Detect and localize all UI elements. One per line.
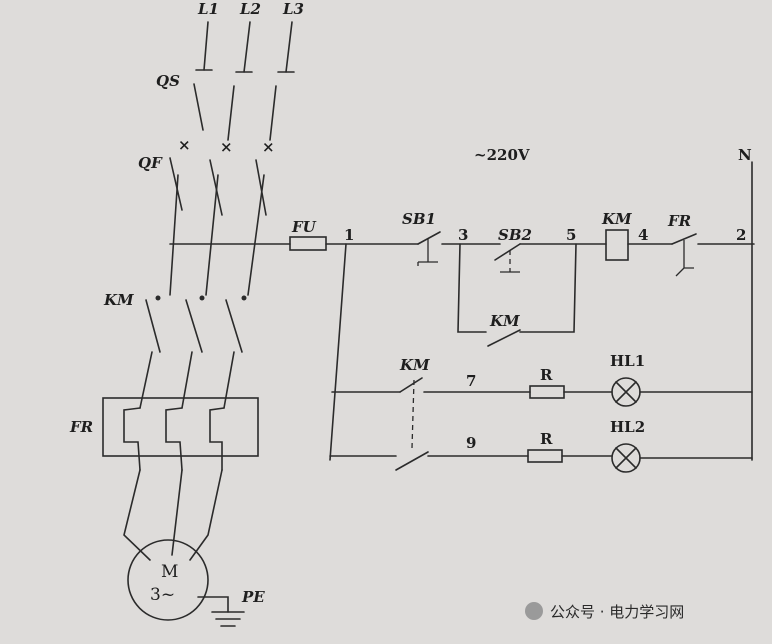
hl1-lamp-cross [615, 381, 637, 403]
km-nc-label: KM [399, 356, 430, 374]
l2-wire-top [243, 21, 251, 73]
km-l3-dot [241, 295, 247, 301]
r2-resistor [527, 449, 563, 463]
qs-l3-blade [269, 85, 277, 141]
km-l2-dot [199, 295, 205, 301]
node-9: 9 [466, 434, 476, 452]
fr-contact-actuator [675, 240, 694, 277]
sb1-contact [417, 231, 441, 245]
km-no-contact [395, 451, 429, 471]
control-circuit [169, 161, 755, 473]
fr-contact [671, 233, 697, 245]
sb1-label: SB1 [402, 210, 436, 228]
fr-main-label: FR [69, 418, 93, 436]
motor-label-m: M [161, 562, 178, 582]
km-l3-blade [225, 299, 243, 353]
motor-feed-3 [189, 469, 223, 561]
r1-resistor [529, 385, 565, 399]
r1-label: R [540, 366, 553, 384]
hold-branch-right [519, 243, 577, 333]
hold-branch-left [457, 243, 487, 333]
km-hold-label: KM [489, 312, 520, 330]
qf-l1-mark: × [178, 136, 191, 154]
node-2: 2 [736, 226, 746, 244]
motor: M 3~ PE [127, 539, 265, 627]
qf-l1-blade [169, 157, 183, 211]
phase-l1-label: L1 [197, 0, 219, 18]
r2-label: R [540, 430, 553, 448]
km-l2-blade [185, 299, 203, 353]
l3-wire-top [285, 21, 293, 73]
km-main-label: KM [103, 291, 134, 309]
sb2-label: SB2 [498, 226, 532, 244]
l1-wire-mid [169, 174, 179, 296]
fr-element-3 [209, 407, 225, 471]
km-mechanical-link [411, 379, 415, 449]
motor-label-phase: 3~ [150, 585, 175, 605]
pe-wire [197, 596, 229, 613]
node-4: 4 [638, 226, 648, 244]
watermark-text: 公众号 · 电力学习网 [550, 603, 684, 621]
fr-element-1 [123, 407, 141, 471]
neutral-label: N [738, 146, 752, 164]
l1-wire-low [139, 351, 153, 409]
fu-label: FU [291, 218, 317, 236]
km-hold-contact [487, 329, 521, 347]
motor-feed-1 [123, 469, 151, 561]
hl2-label: HL2 [610, 418, 645, 436]
power-circuit: × × × [102, 21, 295, 561]
pe-label: PE [241, 588, 265, 606]
node-1: 1 [344, 226, 354, 244]
fu-fuse [289, 236, 327, 251]
watermark: 公众号 · 电力学习网 [525, 602, 684, 621]
qf-l3-blade [255, 159, 267, 216]
fr-element-2 [165, 407, 183, 471]
watermark-logo-icon [525, 602, 543, 620]
km-coil [605, 229, 629, 261]
qs-l1-blade [193, 83, 204, 131]
hl2-lamp-cross [615, 447, 637, 469]
km-l1-blade [145, 299, 161, 353]
node-7: 7 [466, 372, 476, 390]
l2-wire-mid [205, 174, 219, 296]
km-nc-contact [399, 377, 423, 393]
qf-l3-mark: × [262, 138, 275, 156]
qs-l2-blade [227, 85, 235, 141]
node-5: 5 [566, 226, 576, 244]
fr-contact-label: FR [667, 212, 691, 230]
l3-wire-mid [247, 174, 265, 296]
phase-labels: L1 L2 L3 [197, 0, 304, 18]
l2-wire-low [181, 351, 193, 409]
phase-l3-label: L3 [282, 0, 304, 18]
phase-l2-label: L2 [239, 0, 261, 18]
l3-wire-low [223, 351, 235, 409]
l1-wire-top [203, 21, 209, 71]
km-l1-dot [155, 295, 161, 301]
qf-l2-mark: × [220, 138, 233, 156]
node-3: 3 [458, 226, 468, 244]
qf-label: QF [138, 154, 163, 172]
sb2-contact [494, 243, 521, 261]
qs-label: QS [156, 72, 180, 90]
left-bus [329, 243, 347, 461]
km-coil-label: KM [601, 210, 632, 228]
hl1-label: HL1 [610, 352, 645, 370]
voltage-label: ~220V [474, 146, 530, 164]
sb1-actuator [417, 238, 438, 266]
motor-circle [127, 539, 209, 621]
